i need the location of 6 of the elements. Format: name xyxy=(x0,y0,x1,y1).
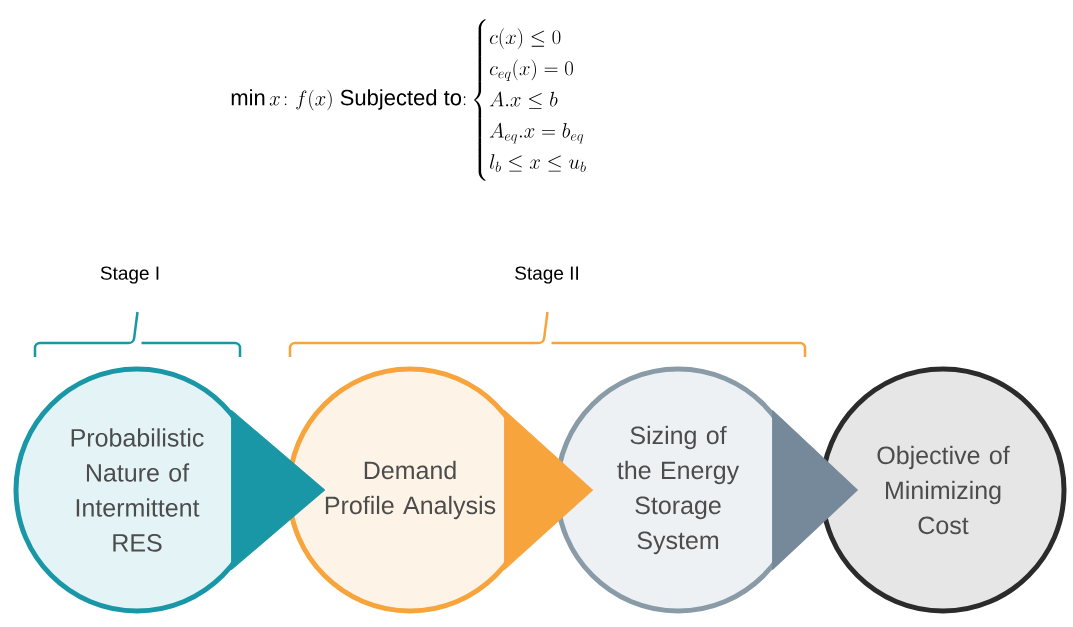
pointer-arrow xyxy=(772,410,858,570)
stage-label: Stage I xyxy=(100,266,159,284)
pointer-arrow xyxy=(504,410,593,570)
stage-label: Stage II xyxy=(515,266,578,284)
formula: $\min x\colon f(x)\ \mathrm{Subjected\ to{:}}\begin{cases} c(x)\le 0\\ c_{eq}(x)=0\\ A.x\le b\\ A_{eq}.x=b_{eq}\\ l_b\le x\le u_b\end{cases}$ xyxy=(231,19,586,181)
pointer-arrow xyxy=(231,410,325,570)
